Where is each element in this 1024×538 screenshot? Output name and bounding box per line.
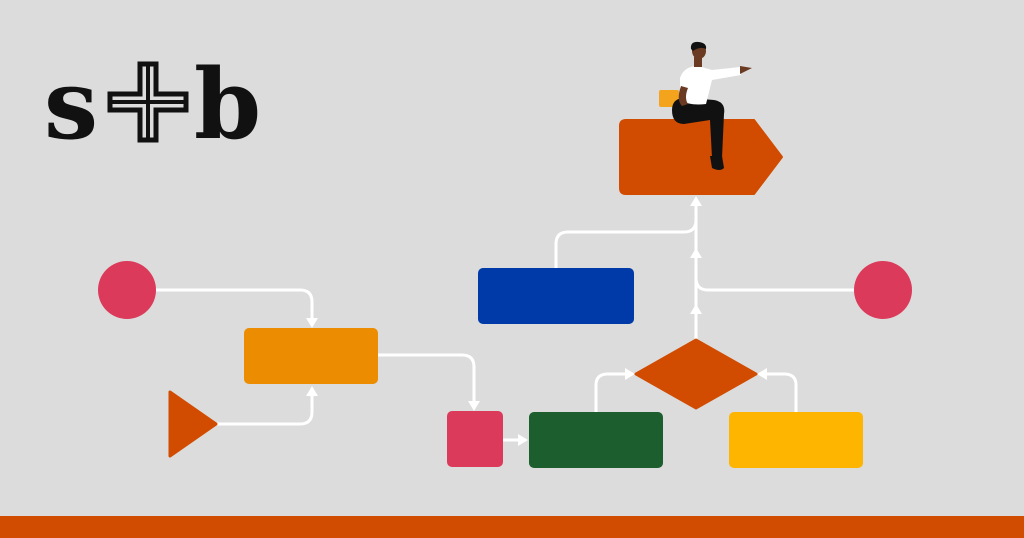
arrowhead-up-trunk-middle [690,248,702,258]
arrowhead-down-pink-square [468,401,480,411]
process-square-pink [447,411,503,467]
arrowhead-up-signpost [690,196,702,206]
end-signpost [619,119,783,195]
process-box-blue [478,268,634,324]
connector-triangle-to-orange-box [214,390,314,426]
connector-blue-box-to-trunk [554,218,698,270]
start-circle-right [854,261,912,319]
connector-arrowheads [306,196,767,446]
person-pointing-hand [740,66,752,74]
decision-diamond [634,338,758,410]
connector-pink-circle-to-orange-box [154,288,314,324]
person-shoe [710,156,724,170]
person-shirt [680,66,741,105]
arrowhead-right-diamond-left [625,368,635,380]
arrowhead-down-orange-top [306,318,318,328]
logo-letter-b: b [194,58,261,148]
connector-yellow-box-to-diamond [762,372,798,414]
person-hair [690,41,707,51]
arrowhead-left-diamond-right [757,368,767,380]
logo-letter-s: s [44,58,98,148]
connector-right-circle-to-trunk [694,276,857,292]
start-circle-left [98,261,156,319]
arrowhead-right-green-box [518,434,528,446]
connector-orange-box-to-pink-square [376,353,476,406]
person-neck [694,57,702,67]
sb-logo: s b [44,58,261,148]
connector-lines [154,202,857,442]
connector-green-box-to-diamond [594,372,630,414]
person-pointing-figure [659,41,752,170]
process-box-green [529,412,663,468]
arrowhead-up-orange-bottom [306,386,318,396]
process-box-orange [244,328,378,384]
person-lower-arm [678,86,688,106]
person-pants [672,97,725,158]
process-box-yellow [729,412,863,468]
start-triangle [168,390,218,458]
arrowhead-up-trunk-lower [690,304,702,314]
bottom-accent-fill [0,516,1024,538]
bottom-accent-bar [0,516,1024,538]
